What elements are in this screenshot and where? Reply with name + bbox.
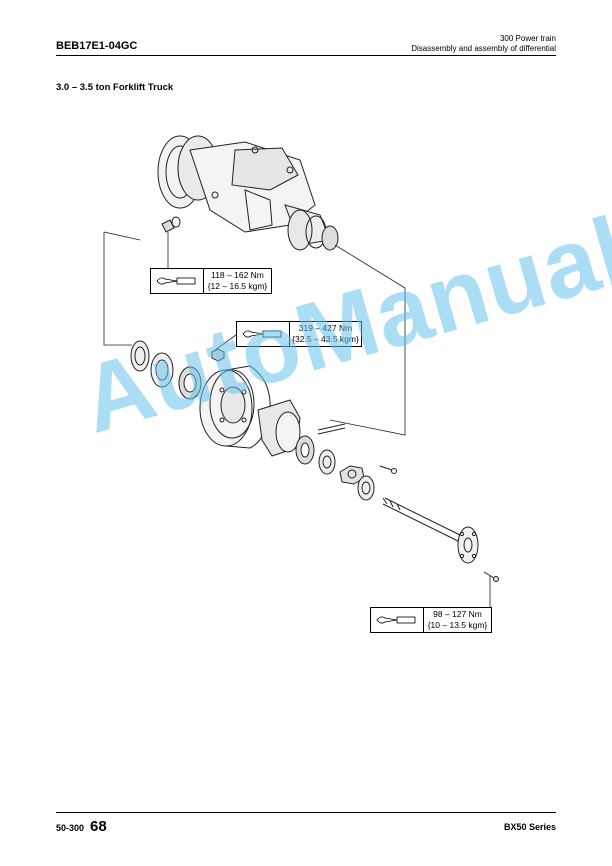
- oil-seal: [130, 340, 150, 372]
- brake-drum-hub: [199, 365, 271, 449]
- washer: [357, 475, 375, 501]
- torque-wrench-icon: [371, 608, 424, 632]
- header-rule: [56, 55, 556, 56]
- torque-kgm: {10 – 13.5 kgm}: [427, 620, 488, 630]
- axle-shaft: [382, 497, 479, 564]
- footer-rule: [56, 812, 556, 813]
- torque-spec-2: 319 – 427 Nm {32.5 – 43.5 kgm}: [236, 321, 362, 347]
- torque-nm: 118 – 162 Nm: [211, 270, 264, 280]
- page-number: 68: [90, 818, 107, 835]
- section-title: 3.0 – 3.5 ton Forklift Truck: [56, 82, 174, 93]
- torque-nm: 319 – 427 Nm: [298, 323, 353, 333]
- footer-series: BX50 Series: [503, 822, 556, 832]
- document-code: BEB17E1-04GC: [56, 40, 138, 52]
- lock-screw: [379, 465, 397, 474]
- torque-spec-3: 98 – 127 Nm {10 – 13.5 kgm}: [370, 607, 492, 633]
- page-subtitle: Disassembly and assembly of differential: [411, 44, 556, 53]
- differential-case: [257, 399, 346, 457]
- torque-spec-1: 118 – 162 Nm {12 – 16.5 kgm}: [150, 268, 272, 294]
- torque-nm: 98 – 127 Nm: [433, 609, 482, 619]
- bearing-cup: [150, 352, 174, 388]
- header-right: 300 Power train Disassembly and assembly…: [411, 34, 556, 54]
- axle-bolt: [483, 571, 499, 582]
- nut: [211, 348, 225, 362]
- torque-kgm: {12 – 16.5 kgm}: [207, 281, 268, 291]
- tapered-bearing: [295, 435, 315, 465]
- footer-left: 50-300 68: [56, 818, 107, 835]
- torque-kgm: {32.5 – 43.5 kgm}: [292, 334, 359, 344]
- torque-wrench-icon: [151, 269, 204, 293]
- bearing-cone: [178, 366, 202, 400]
- torque-wrench-icon: [237, 322, 290, 346]
- axle-housing-assembly: [157, 135, 339, 251]
- drain-plug: [161, 216, 181, 233]
- chapter-title: 300 Power train: [499, 34, 556, 43]
- bearing-race: [318, 449, 336, 475]
- footer-section: 50-300: [56, 823, 85, 833]
